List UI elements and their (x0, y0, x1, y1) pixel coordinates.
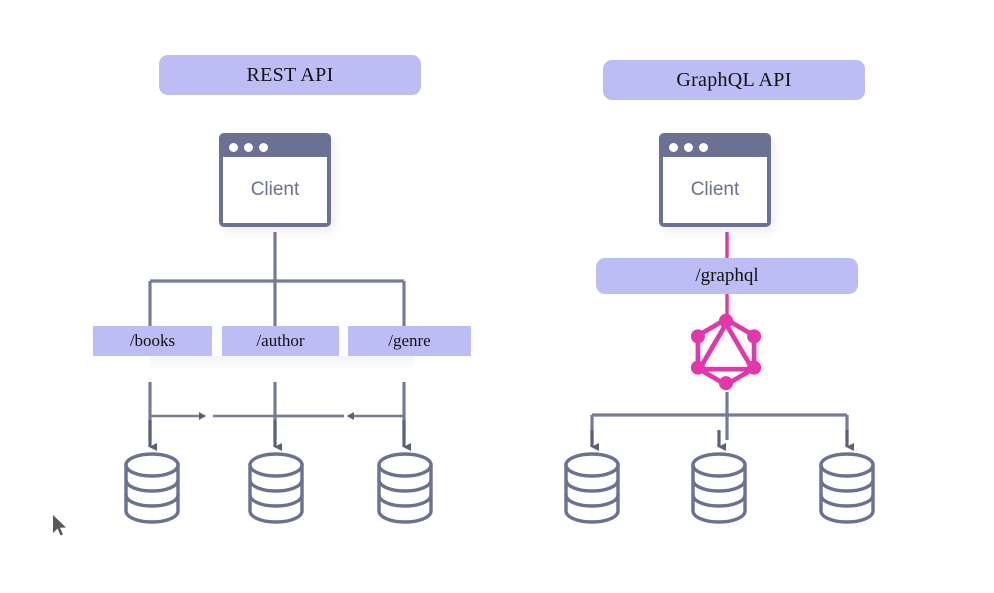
client-body: Client (223, 157, 327, 223)
client-titlebar (223, 137, 327, 157)
client-label: Client (250, 179, 300, 200)
rest-endpoint-books: /books (93, 326, 212, 356)
graphql-database-2 (691, 452, 747, 524)
graphql-database-1 (564, 452, 620, 524)
mouse-pointer-icon (53, 515, 66, 536)
rest-endpoint-genre: /genre (348, 326, 471, 356)
rest-api-header: REST API (159, 55, 421, 95)
logo-node-bottom (718, 376, 734, 391)
graphql-api-header: GraphQL API (603, 60, 865, 100)
rest-client-window: Client (219, 133, 331, 227)
window-dot-red (229, 142, 238, 152)
client-body: Client (663, 157, 767, 223)
window-dot-green (699, 142, 708, 152)
graphql-logo-icon (690, 313, 762, 391)
window-dot-green (259, 142, 268, 152)
logo-node-bottom-right (747, 360, 762, 375)
endpoint-shadow-band (150, 356, 415, 370)
rest-database-3 (377, 452, 433, 524)
rest-database-1 (124, 452, 180, 524)
logo-node-top (718, 313, 734, 328)
rest-endpoint-author: /author (222, 326, 339, 356)
graphql-database-3 (819, 452, 875, 524)
window-dot-red (669, 142, 678, 152)
logo-node-top-right (747, 329, 762, 344)
client-titlebar (663, 137, 767, 157)
window-dot-yellow (244, 142, 253, 152)
rest-database-2 (248, 452, 304, 524)
logo-node-top-left (690, 329, 705, 344)
window-dot-yellow (684, 142, 693, 152)
client-label: Client (690, 179, 740, 200)
graphql-endpoint-box: /graphql (596, 258, 858, 294)
logo-node-bottom-left (690, 360, 705, 375)
graphql-client-window: Client (659, 133, 771, 227)
